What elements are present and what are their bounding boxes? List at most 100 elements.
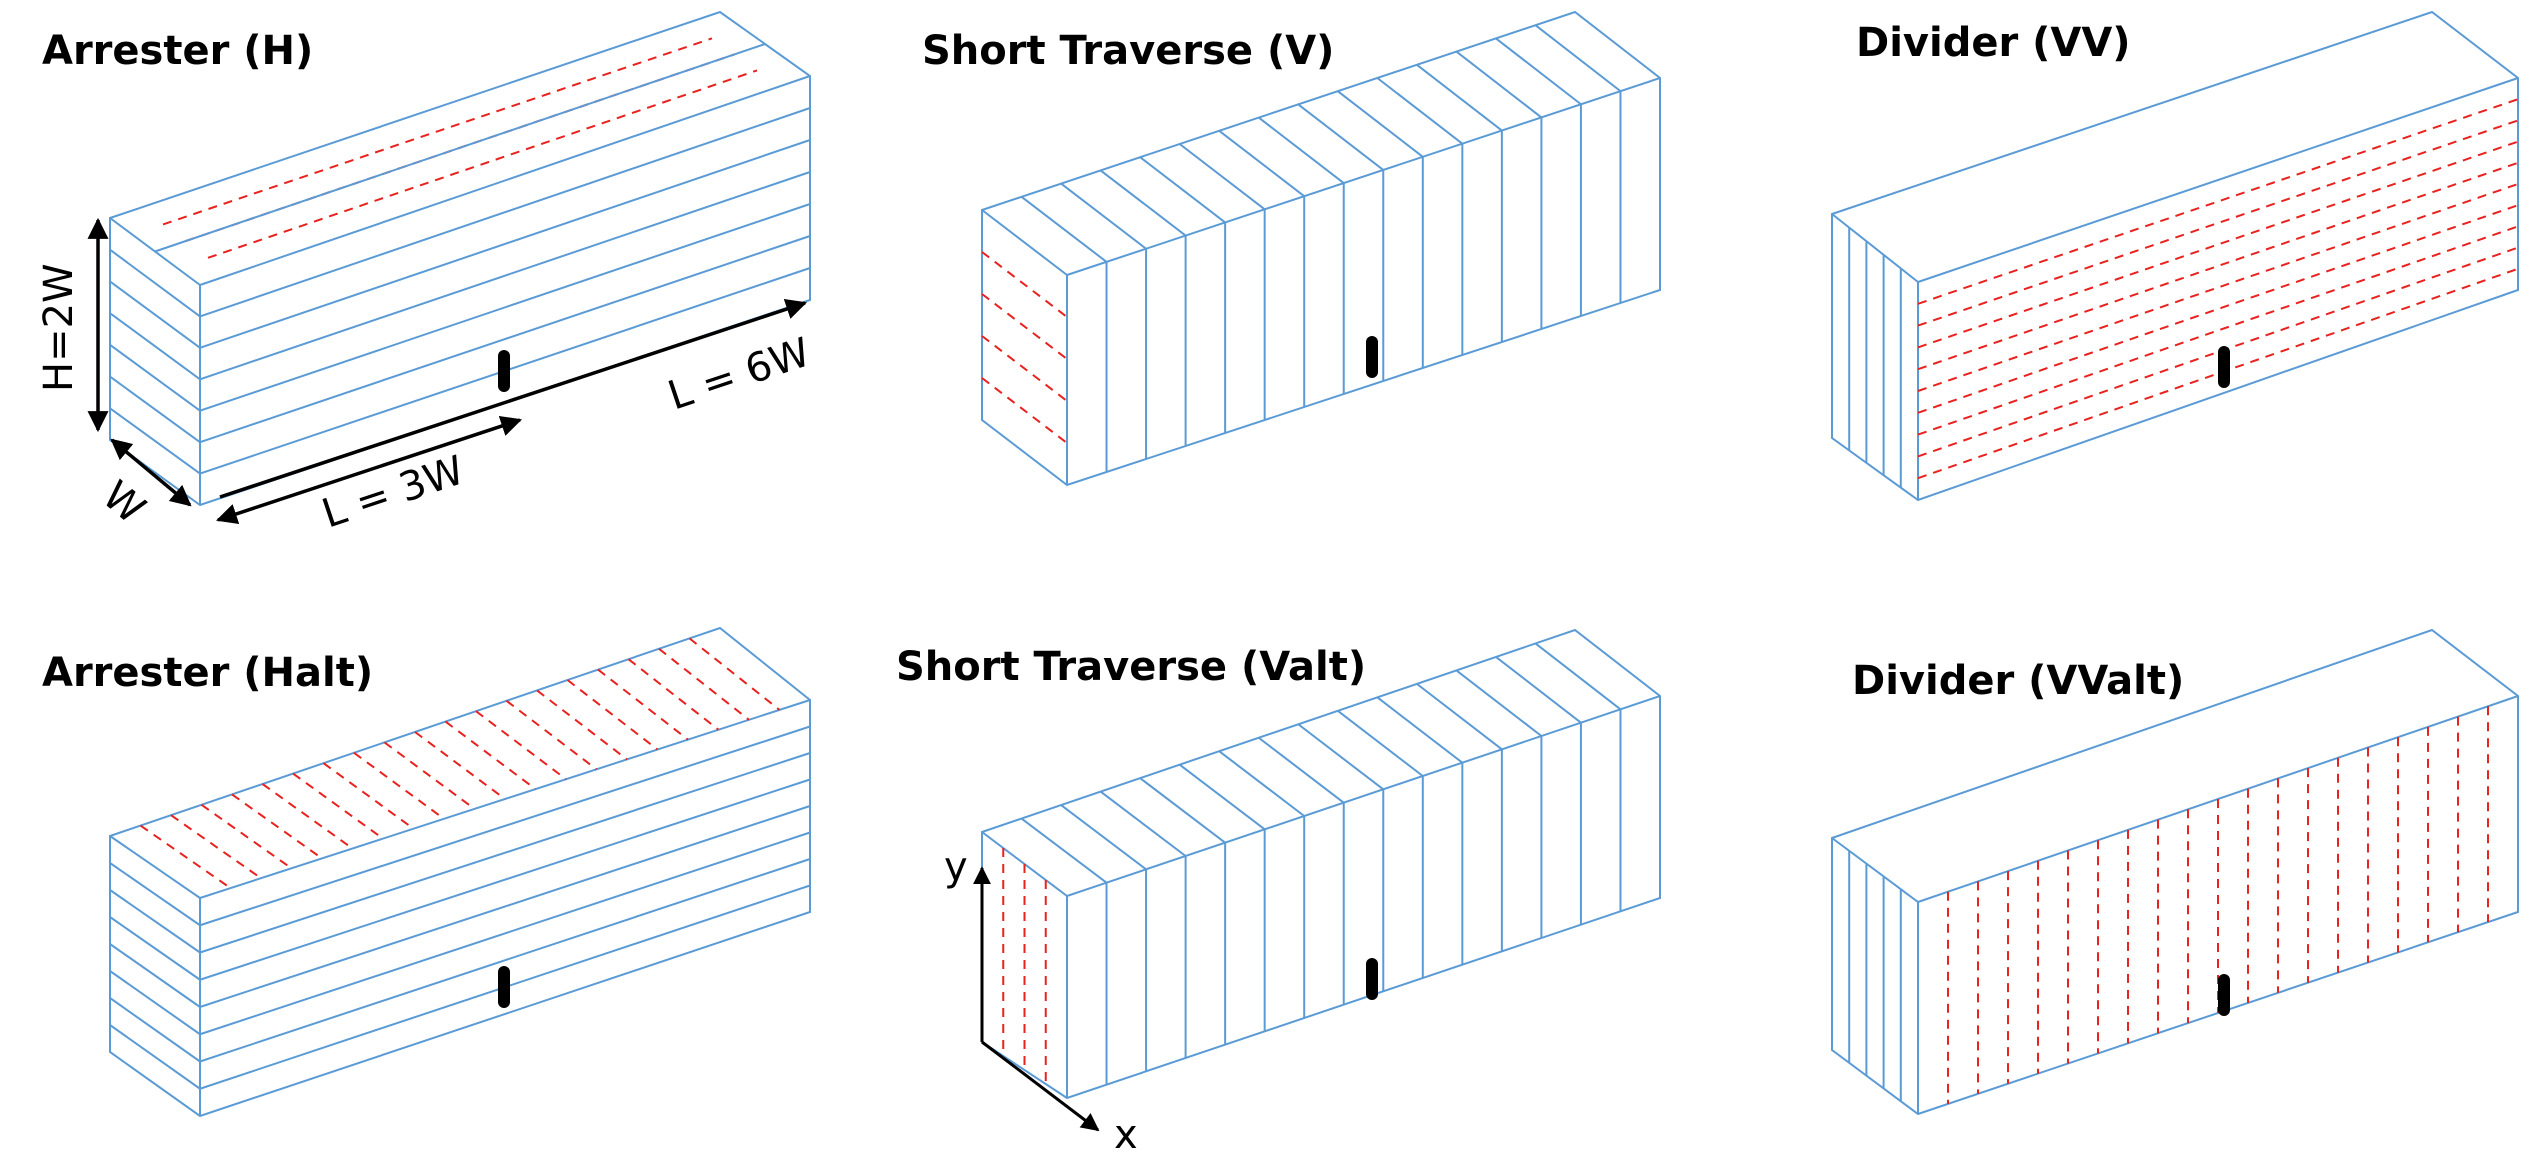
panel-title-VV: Divider (VV) <box>1856 20 2131 66</box>
panel-arrester-h <box>109 10 811 507</box>
top-dashed-line <box>292 772 384 840</box>
side-layer-line <box>109 889 201 954</box>
front-dashed-line <box>1917 246 2519 458</box>
top-slice-line <box>1258 116 1345 184</box>
panel-short-traverse-v <box>981 10 1661 487</box>
top-dashed-line <box>658 648 750 721</box>
top-slice-line <box>1534 642 1622 711</box>
front-dashed-line <box>1917 119 2519 327</box>
top-slice-line <box>1099 169 1187 237</box>
top-dashed-line <box>505 700 598 771</box>
top-slice-line <box>1020 817 1108 884</box>
box-outline <box>109 626 811 1118</box>
top-slice-line <box>1337 90 1424 158</box>
top-slice-line <box>1139 777 1226 844</box>
width-dimension-label: W <box>94 472 154 533</box>
top-slice-line <box>1376 696 1463 764</box>
front-dashed-line <box>1917 183 2519 392</box>
box-outline <box>1831 10 2519 502</box>
side-layer-line <box>109 344 201 412</box>
front-layer-line <box>199 858 811 1063</box>
height-dimension-label: H=2W <box>36 263 82 392</box>
panel-title-V: Short Traverse (V) <box>922 28 1334 74</box>
side-dashed-line <box>981 377 1068 444</box>
side-layer-line <box>109 916 201 981</box>
side-layer-line <box>109 407 201 475</box>
box-outline <box>981 10 1661 487</box>
top-dashed-line <box>162 37 713 226</box>
length-full-dimension-arrow <box>219 298 807 499</box>
side-dashed-line <box>981 251 1068 318</box>
side-layer-line <box>109 312 201 381</box>
x-axis-arrow <box>981 1040 1100 1132</box>
top-dashed-line <box>200 803 293 870</box>
probe-marker <box>2218 346 2230 388</box>
top-slice-line <box>1020 196 1108 263</box>
top-dashed-line <box>627 658 720 731</box>
probe-marker <box>1366 958 1378 1000</box>
front-layer-line <box>199 171 811 381</box>
top-slice-line <box>1060 804 1147 871</box>
box-outline <box>109 10 811 507</box>
top-dashed-line <box>688 637 781 711</box>
top-slice-line <box>1297 103 1384 171</box>
front-dashed-line <box>1917 204 2519 414</box>
top-slice-line <box>1179 143 1266 211</box>
top-dashed-line <box>231 793 323 860</box>
side-layer-line <box>109 375 201 443</box>
top-front-edge <box>199 75 811 286</box>
top-dashed-line <box>207 69 758 259</box>
top-dashed-line <box>170 814 262 880</box>
front-layer-line <box>199 778 811 981</box>
probe-marker <box>1366 336 1378 378</box>
box-outline <box>1831 628 2519 1116</box>
top-slice-line <box>1416 64 1503 132</box>
panel-arrester-halt <box>109 626 811 1118</box>
top-dashed-line <box>597 668 689 741</box>
top-front-edge <box>1066 695 1661 897</box>
side-layer-line <box>109 970 201 1036</box>
side-layer-line <box>109 943 201 1008</box>
side-dashed-line <box>981 293 1068 360</box>
top-slice-line <box>1416 683 1503 751</box>
panel-title-Valt: Short Traverse (Valt) <box>896 644 1366 690</box>
front-layer-line <box>199 107 811 318</box>
panel-title-Halt: Arrester (Halt) <box>42 650 373 696</box>
front-dashed-line <box>1917 98 2519 305</box>
top-side-edge <box>1831 837 1919 903</box>
x-axis-label: x <box>1114 1112 1138 1158</box>
top-dashed-line <box>353 751 445 820</box>
top-dashed-line <box>139 824 232 889</box>
top-slice-line <box>1495 656 1582 724</box>
top-dashed-line <box>536 689 628 761</box>
top-dashed-line <box>322 762 415 830</box>
coordinate-axes: y x <box>944 844 1138 1158</box>
box-outline <box>981 628 1661 1100</box>
side-layer-line <box>109 862 201 927</box>
top-dashed-line <box>566 679 659 751</box>
front-dashed-line <box>1917 225 2519 436</box>
top-slice-line <box>1060 182 1147 250</box>
top-side-edge <box>109 835 201 899</box>
front-layer-line <box>199 139 811 349</box>
panel-title-VValt: Divider (VValt) <box>1852 658 2184 704</box>
top-dashed-line <box>444 720 537 790</box>
top-slice-line <box>1495 37 1582 106</box>
top-slice-line <box>1218 750 1305 817</box>
panel-divider-vvalt <box>1831 628 2519 1116</box>
probe-marker <box>498 966 510 1008</box>
front-layer-line <box>199 752 811 954</box>
top-slice-line <box>1218 130 1305 197</box>
panel-title-H: Arrester (H) <box>42 28 313 74</box>
probe-marker <box>2218 974 2230 1016</box>
top-front-edge <box>1066 77 1661 276</box>
front-layer-line <box>199 235 811 444</box>
top-slice-line <box>1376 77 1463 145</box>
y-axis-label: y <box>944 844 968 890</box>
width-dimension-arrow <box>110 438 192 507</box>
top-mid-line <box>154 43 766 253</box>
top-slice-line <box>1099 790 1187 857</box>
top-slice-line <box>1455 669 1543 737</box>
length-half-dimension-arrow <box>216 415 522 525</box>
